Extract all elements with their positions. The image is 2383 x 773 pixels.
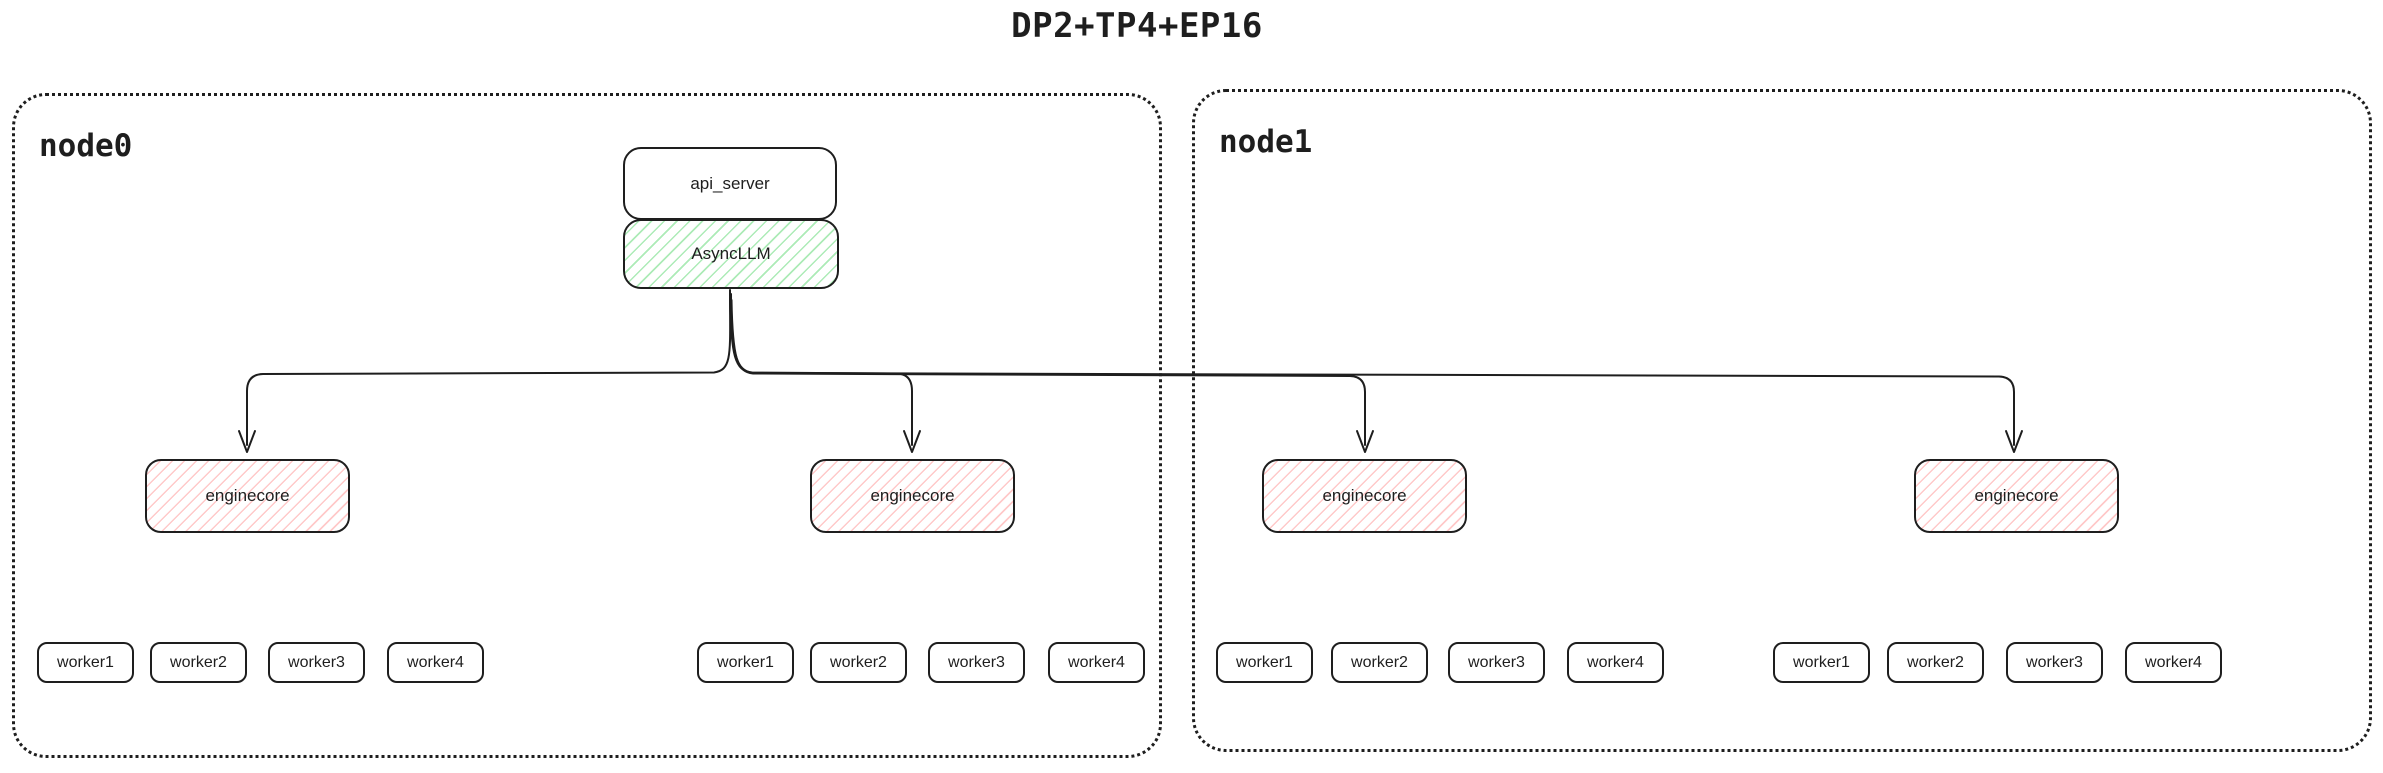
worker-box: worker4: [1048, 642, 1145, 683]
worker-box: worker3: [268, 642, 365, 683]
worker-box: worker1: [697, 642, 794, 683]
worker-box: worker1: [37, 642, 134, 683]
worker-label: worker1: [57, 653, 114, 671]
worker-label: worker2: [1351, 653, 1408, 671]
worker-label: worker1: [717, 653, 774, 671]
worker-label: worker2: [1907, 653, 1964, 671]
worker-box: worker3: [2006, 642, 2103, 683]
enginecore-box-3: enginecore: [1262, 459, 1467, 533]
enginecore-box-4: enginecore: [1914, 459, 2119, 533]
worker-box: worker3: [928, 642, 1025, 683]
worker-box: worker4: [1567, 642, 1664, 683]
enginecore-label: enginecore: [205, 486, 290, 505]
enginecore-box-1: enginecore: [145, 459, 350, 533]
node0-label: node0: [39, 128, 133, 164]
worker-label: worker4: [1587, 653, 1644, 671]
worker-label: worker3: [288, 653, 345, 671]
worker-label: worker2: [170, 653, 227, 671]
worker-box: worker4: [387, 642, 484, 683]
worker-box: worker4: [2125, 642, 2222, 683]
worker-label: worker1: [1793, 653, 1850, 671]
enginecore-label: enginecore: [1322, 486, 1407, 505]
worker-box: worker1: [1773, 642, 1870, 683]
worker-label: worker3: [2026, 653, 2083, 671]
enginecore-box-2: enginecore: [810, 459, 1015, 533]
worker-box: worker2: [150, 642, 247, 683]
worker-box: worker2: [810, 642, 907, 683]
worker-label: worker1: [1236, 653, 1293, 671]
worker-label: worker3: [948, 653, 1005, 671]
worker-box: worker2: [1887, 642, 1984, 683]
worker-box: worker2: [1331, 642, 1428, 683]
worker-label: worker4: [407, 653, 464, 671]
enginecore-label: enginecore: [870, 486, 955, 505]
worker-label: worker2: [830, 653, 887, 671]
node1-label: node1: [1219, 124, 1313, 160]
worker-label: worker4: [1068, 653, 1125, 671]
worker-box: worker1: [1216, 642, 1313, 683]
api-server-label: api_server: [690, 173, 770, 193]
asyncllm-label: AsyncLLM: [691, 244, 771, 263]
api-server-box: api_server: [623, 147, 837, 220]
node0-container: node0: [12, 93, 1162, 758]
enginecore-label: enginecore: [1974, 486, 2059, 505]
worker-box: worker3: [1448, 642, 1545, 683]
asyncllm-box: AsyncLLM: [623, 219, 839, 289]
worker-label: worker4: [2145, 653, 2202, 671]
node1-container: node1: [1192, 89, 2372, 752]
worker-label: worker3: [1468, 653, 1525, 671]
diagram-title: DP2+TP4+EP16: [1011, 6, 1263, 46]
